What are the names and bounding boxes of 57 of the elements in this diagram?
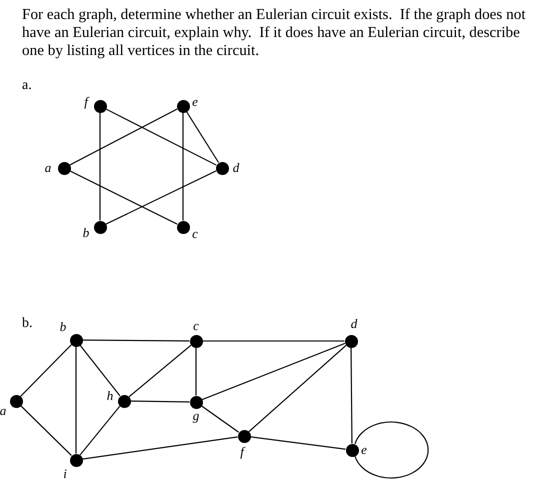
graph-edge [248, 344, 346, 432]
vertex-label: i [63, 467, 67, 481]
vertex-label: f [84, 95, 88, 109]
vertex-dot [346, 444, 358, 456]
part-label: a. [22, 78, 32, 94]
vertex-label: e [192, 95, 198, 109]
graph-edge [186, 111, 219, 163]
vertex-label: b [82, 226, 90, 240]
graph-edge [182, 112, 184, 220]
graph-edge [202, 342, 346, 400]
vertex-dot [10, 394, 22, 408]
graph-edge [195, 348, 197, 396]
vertex-dot [118, 394, 130, 408]
vertex-dot [238, 430, 250, 442]
vertex-label: f [240, 445, 244, 459]
vertex-dot [176, 220, 190, 234]
vertex-label: d [350, 317, 358, 331]
vertex-dot [70, 454, 82, 466]
graph-edge [99, 112, 101, 220]
loop-edge [354, 421, 429, 479]
graph-edge [80, 344, 120, 396]
vertex-dot [190, 396, 202, 408]
graph-edge [250, 436, 346, 450]
graph-edge [82, 436, 238, 460]
vertex-label: h [106, 389, 114, 403]
vertex-dot [70, 334, 82, 346]
part-label: b. [22, 316, 32, 332]
graph-edge [200, 405, 240, 433]
graph-edge [20, 344, 72, 397]
graph-edge [106, 170, 216, 225]
vertex-label: g [192, 409, 200, 423]
vertex-dot [344, 334, 358, 348]
vertex-label: a [44, 161, 52, 175]
graph-edge [128, 344, 192, 398]
vertex-dot [176, 100, 190, 112]
vertex-dot [190, 334, 202, 348]
vertex-label: d [232, 161, 240, 175]
vertex-label: e [361, 443, 367, 457]
vertex-label: c [193, 319, 199, 333]
vertex-dot [94, 220, 106, 234]
graph-edge [70, 108, 178, 166]
vertex-label: a [0, 404, 6, 418]
vertex-dot [94, 100, 106, 112]
graph-edge [350, 348, 352, 444]
graph-edge [20, 405, 72, 456]
graph-edge [75, 346, 77, 454]
graph-edge [202, 340, 344, 342]
graph-edge [70, 170, 178, 225]
vertex-label: b [60, 320, 66, 334]
vertex-dot [58, 162, 70, 174]
vertex-label: c [192, 227, 198, 241]
vertex-dot [216, 162, 228, 174]
graph-edge [80, 406, 120, 456]
graph-edge [130, 400, 190, 402]
instructions-text: For each graph, determine whether an Eulerian circuit exists. If the graph does not have an Eulerian circuit, explain why. If it does have an Eulerian circuit, describe one by listing all vertices in the circuit. [22, 6, 527, 60]
graph-edge [106, 108, 216, 166]
graph-edge [82, 340, 190, 342]
